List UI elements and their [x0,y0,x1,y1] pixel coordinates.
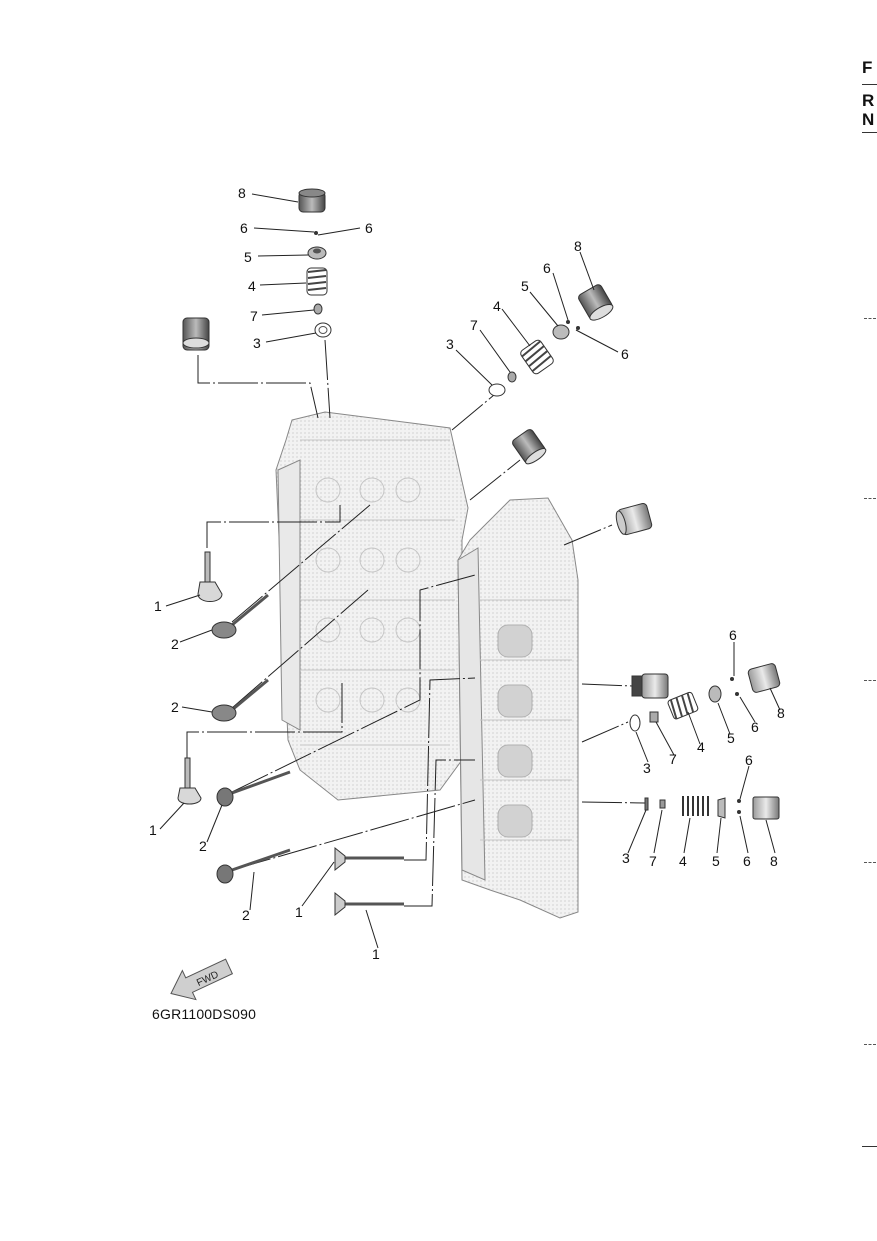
edge-tab-rule [862,132,877,133]
upper-right-valve-train [488,284,653,536]
callout-label: 3 [446,336,454,352]
callout-label: 2 [171,636,179,652]
right-cylinder-head [457,497,579,919]
edge-tab-rule [862,84,877,85]
right-valve-train [629,663,781,820]
edge-dash [864,680,876,681]
callout-label: 7 [250,308,258,324]
edge-tab-letter-r: R [862,91,875,110]
edge-tab-letter-f: F [862,58,873,77]
edge-tab-letter-n: N [862,110,875,129]
callout-label: 3 [253,335,261,351]
callout-label: 1 [149,822,157,838]
callout-label: 5 [712,853,720,869]
callout-leaders [159,193,781,949]
upper-left-valve-train [182,188,332,351]
callout-label: 1 [154,598,162,614]
callout-label: 2 [242,907,250,923]
callout-label: 6 [729,627,737,643]
callout-label: 5 [727,730,735,746]
left-cylinder-head [275,411,469,801]
callout-label: 8 [770,853,778,869]
callout-label: 3 [643,760,651,776]
callout-label: 7 [470,317,478,333]
edge-rule-bottom [862,1146,877,1147]
callout-label: 6 [365,220,373,236]
callout-label: 7 [649,853,657,869]
callout-label: 6 [543,260,551,276]
fwd-arrow-icon: FWD [170,958,234,1001]
callout-label: 8 [777,705,785,721]
drawing-code: 6GR1100DS090 [152,1006,257,1022]
left-valves [177,551,404,917]
callout-label: 1 [295,904,303,920]
callout-label: 3 [622,850,630,866]
callout-label: 6 [240,220,248,236]
leader-lines [186,339,646,907]
edge-dash [864,498,876,499]
callout-label: 8 [574,238,582,254]
callout-label: 4 [248,278,256,294]
callout-label: 6 [743,853,751,869]
callout-label: 4 [679,853,687,869]
callout-label: 4 [697,739,705,755]
callout-label: 6 [621,346,629,362]
callout-label: 6 [745,752,753,768]
callout-numbers: 8 6 6 5 4 7 3 8 6 5 4 7 3 6 1 2 2 1 2 2 … [149,185,785,962]
callout-label: 7 [669,751,677,767]
edge-dash [864,1044,876,1045]
callout-label: 5 [244,249,252,265]
edge-dash [864,318,876,319]
callout-label: 1 [372,946,380,962]
callout-label: 4 [493,298,501,314]
callout-label: 2 [171,699,179,715]
callout-label: 8 [238,185,246,201]
callout-label: 5 [521,278,529,294]
edge-dash [864,862,876,863]
callout-label: 2 [199,838,207,854]
callout-label: 6 [751,719,759,735]
